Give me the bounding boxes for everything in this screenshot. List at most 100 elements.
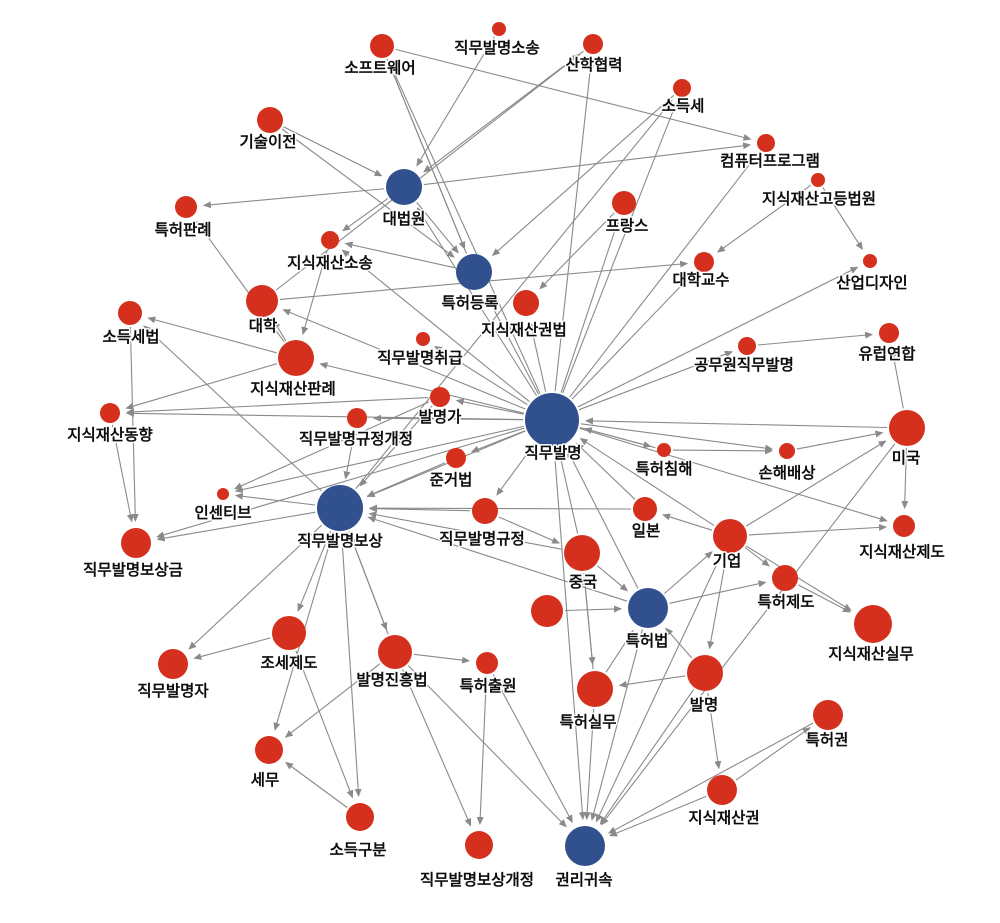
- node-직무발명보상[interactable]: [317, 485, 363, 531]
- edge-중국-직무발명: [557, 452, 579, 534]
- node-특허등록[interactable]: [456, 254, 492, 290]
- node-대학[interactable]: [246, 285, 278, 317]
- node-label-소프트웨어: 소프트웨어: [344, 58, 415, 77]
- edge-발명-지식재산권: [707, 692, 722, 770]
- node-특허침해[interactable]: [657, 443, 671, 457]
- edge-대법원-특허등록: [416, 202, 459, 254]
- node-일본[interactable]: [633, 497, 657, 521]
- edge-직무발명보상-조세제도: [297, 530, 332, 612]
- edge-손해배상-미국: [796, 430, 884, 450]
- node-label-직무발명규정: 직무발명규정: [439, 530, 525, 548]
- edge-기업-특허제도: [744, 547, 770, 567]
- node-지식재산동향[interactable]: [100, 403, 120, 423]
- node-특허권[interactable]: [813, 700, 843, 730]
- node-특허판례[interactable]: [175, 196, 197, 218]
- node-특허출원[interactable]: [476, 652, 498, 674]
- edge-직무발명-권리귀속: [553, 448, 586, 821]
- node-컴퓨터프로그램[interactable]: [757, 134, 775, 152]
- node-label-소득세법: 소득세법: [102, 328, 159, 346]
- node-산업디자인[interactable]: [863, 254, 877, 268]
- node-지식재산고등법원[interactable]: [811, 173, 825, 187]
- node-직무발명규정개정[interactable]: [347, 408, 367, 428]
- node-기술이전[interactable]: [257, 107, 283, 133]
- edge-중국-특허법: [597, 565, 629, 592]
- edge-지식재산판례-소득세법: [147, 316, 277, 354]
- edge-발명-권리귀속: [599, 689, 695, 825]
- node-지식재산소송[interactable]: [321, 231, 339, 249]
- node-손해배상[interactable]: [779, 443, 795, 459]
- node-지식재산실무[interactable]: [854, 605, 892, 643]
- edge-직무발명보상-발명진흥법: [348, 531, 388, 631]
- node-직무발명[interactable]: [525, 393, 579, 447]
- edge-미국-지식재산제도: [901, 447, 909, 509]
- edge-직무발명-프랑스: [560, 220, 620, 393]
- node-소득세[interactable]: [673, 79, 691, 97]
- edge-발명진흥법-특허출원: [413, 653, 471, 664]
- node-조세제도[interactable]: [272, 616, 306, 650]
- node-직무발명보상개정[interactable]: [465, 831, 493, 859]
- node-특허제도[interactable]: [772, 565, 798, 591]
- node-label-지식재산동향: 지식재산동향: [67, 425, 153, 444]
- node-소프트웨어[interactable]: [370, 34, 394, 58]
- node-프랑스[interactable]: [612, 191, 636, 215]
- node-직무발명규정[interactable]: [472, 498, 498, 524]
- node-label-소득세: 소득세: [662, 97, 705, 115]
- node-label-직무발명규정개정: 직무발명규정개정: [299, 429, 413, 448]
- node-발명[interactable]: [687, 655, 723, 691]
- edge-지식재산소송-지식재산판례: [301, 250, 328, 335]
- node-기업[interactable]: [713, 519, 747, 553]
- node-특허법[interactable]: [628, 588, 668, 628]
- node-대법원[interactable]: [386, 169, 422, 205]
- edge-직무발명-직무발명보상: [366, 430, 526, 498]
- node-인센티브[interactable]: [217, 488, 229, 500]
- node-label-직무발명보상개정: 직무발명보상개정: [420, 870, 534, 889]
- node-권리귀속[interactable]: [565, 826, 605, 866]
- edge-기업-지식재산제도: [748, 523, 887, 536]
- node-산학협력[interactable]: [583, 34, 603, 54]
- node-준거법[interactable]: [446, 448, 466, 468]
- edge-지식재산판례-특허판례: [196, 220, 285, 343]
- node-직무발명취급[interactable]: [416, 332, 430, 346]
- node-세무[interactable]: [255, 736, 283, 764]
- node-미국[interactable]: [889, 410, 925, 446]
- node-unnamed[interactable]: [531, 595, 563, 627]
- node-대학교수[interactable]: [694, 252, 714, 272]
- edge-특허법-직무발명: [567, 449, 639, 589]
- edge-직무발명-지식재산동향: [126, 409, 524, 421]
- edge-소득세법-직무발명보상금: [129, 326, 139, 522]
- node-직무발명자[interactable]: [158, 649, 188, 679]
- node-label-발명: 발명: [690, 696, 719, 714]
- node-소득구분[interactable]: [346, 803, 374, 831]
- node-공무원직무발명[interactable]: [738, 337, 756, 355]
- node-유럽연합[interactable]: [879, 323, 899, 343]
- node-중국[interactable]: [564, 535, 600, 571]
- node-label-직무발명자: 직무발명자: [137, 682, 209, 700]
- node-label-지식재산판례: 지식재산판례: [250, 380, 336, 398]
- node-발명진흥법[interactable]: [378, 635, 412, 669]
- edge-기술이전-특허등록: [281, 128, 455, 258]
- node-지식재산제도[interactable]: [893, 515, 915, 537]
- edge-직무발명-컴퓨터프로그램: [569, 154, 757, 398]
- edge-특허등록-지식재산소송: [344, 241, 455, 269]
- edge-소득세-특허등록: [491, 94, 675, 257]
- node-지식재산권[interactable]: [707, 775, 737, 805]
- node-특허실무[interactable]: [577, 671, 613, 707]
- node-지식재산판례[interactable]: [278, 340, 314, 376]
- edge-직무발명보상-직무발명보상금: [156, 511, 316, 542]
- node-지식재산권법[interactable]: [513, 290, 539, 316]
- node-발명가[interactable]: [430, 387, 450, 407]
- node-직무발명소송[interactable]: [492, 22, 506, 36]
- edge-특허권-권리귀속: [607, 722, 814, 834]
- node-label-특허권: 특허권: [806, 730, 849, 749]
- node-label-기업: 기업: [713, 552, 742, 570]
- edge-조세제도-소득구분: [295, 650, 354, 799]
- edge-특허법-특허제도: [669, 580, 767, 604]
- edge-중국-직무발명보상: [368, 511, 563, 550]
- edge-발명진흥법-권리귀속: [407, 665, 567, 828]
- node-label-지식재산소송: 지식재산소송: [287, 254, 373, 272]
- edge-직무발명-소프트웨어: [389, 62, 541, 394]
- node-직무발명보상금[interactable]: [121, 528, 151, 558]
- edge-직무발명-발명가: [455, 398, 524, 415]
- node-소득세법[interactable]: [118, 301, 142, 325]
- edge-기업-권리귀속: [595, 552, 723, 823]
